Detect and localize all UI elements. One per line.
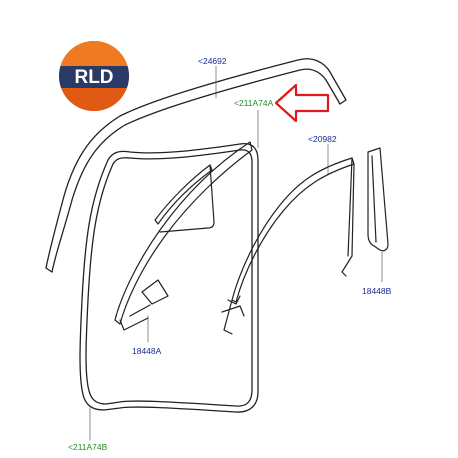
logo-text: RLD — [74, 67, 113, 88]
body-seal — [79, 142, 259, 413]
label-lower-seal: <211A74B — [68, 442, 108, 452]
outer-drip-moulding — [45, 58, 347, 273]
front-seal-frame — [114, 141, 253, 331]
rld-logo: RLD — [59, 41, 129, 111]
door-seal — [221, 157, 355, 335]
label-door-seal: <20982 — [308, 134, 337, 144]
label-outer-drip: <24692 — [198, 56, 227, 66]
label-rear-strip: 18448B — [362, 286, 392, 296]
label-body-seal: <211A74A — [234, 98, 274, 108]
label-front-seal: 18448A — [132, 346, 162, 356]
leader-lines — [89, 65, 383, 441]
rear-strip — [367, 147, 389, 252]
arrow-left-icon — [274, 83, 330, 123]
